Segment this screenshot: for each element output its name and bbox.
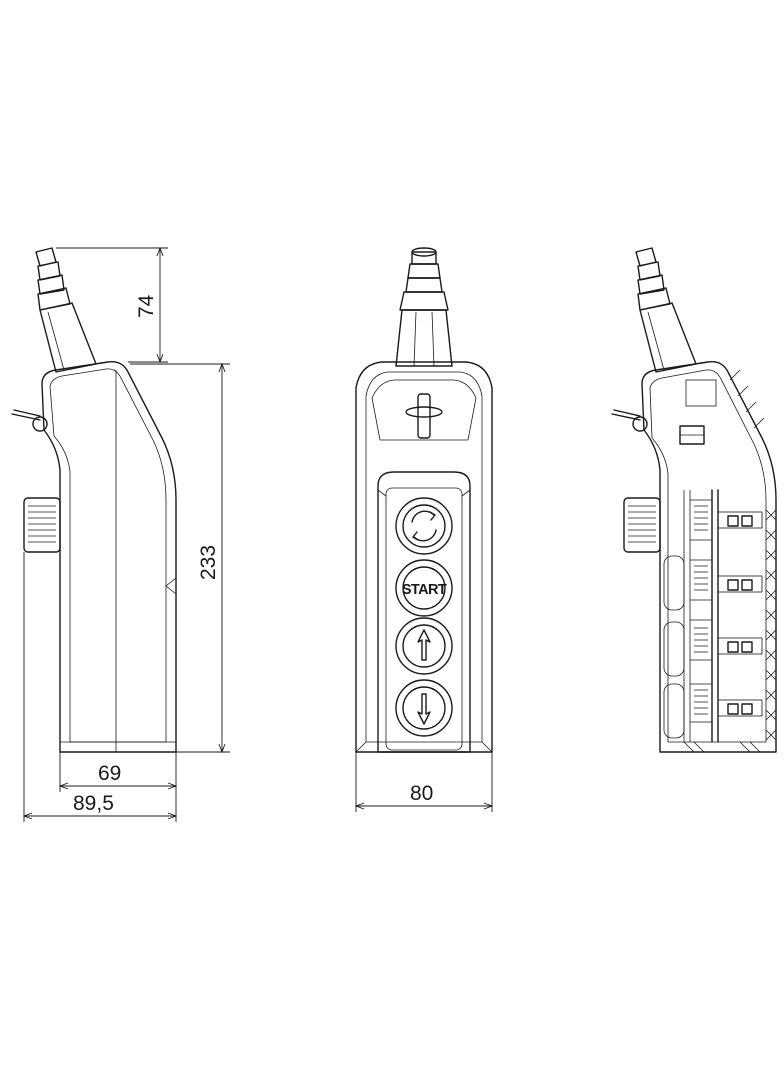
section-hook	[611, 409, 648, 432]
side-cable-gland	[35, 247, 97, 373]
side-body-outline	[41, 361, 177, 753]
front-cable-gland	[395, 247, 453, 367]
side-view: 74 233 69 89,5	[11, 246, 230, 822]
front-eyelet	[405, 393, 443, 439]
rotate-reset-icon	[411, 510, 437, 542]
section-cable-gland	[635, 247, 697, 373]
arrow-down-icon	[417, 693, 431, 725]
up-button[interactable]	[395, 617, 453, 675]
dim-69-label: 69	[98, 762, 121, 785]
front-view: START 80	[354, 247, 494, 812]
dim-69: 69	[58, 752, 178, 822]
dim-80: 80	[354, 752, 494, 812]
down-button[interactable]	[395, 679, 453, 737]
section-knob	[623, 497, 661, 553]
start-button-label: START	[402, 582, 447, 598]
section-hatching	[683, 369, 777, 753]
dim-89-5: 89,5	[22, 552, 178, 822]
section-body-outline	[641, 361, 777, 753]
section-view	[611, 247, 777, 753]
arrow-up-icon	[417, 629, 431, 661]
section-internals	[663, 379, 763, 743]
button-panel	[377, 471, 471, 753]
reset-button[interactable]	[395, 497, 453, 555]
side-hook	[11, 409, 48, 432]
dim-233-label: 233	[197, 545, 220, 580]
dim-74: 74	[56, 246, 168, 364]
side-knob	[23, 497, 61, 553]
front-body-outline	[355, 361, 493, 753]
dim-74-label: 74	[135, 294, 158, 318]
dim-80-label: 80	[410, 782, 433, 805]
start-button[interactable]: START	[395, 559, 453, 617]
dim-89-5-label: 89,5	[73, 792, 114, 815]
dim-233: 233	[130, 362, 230, 754]
